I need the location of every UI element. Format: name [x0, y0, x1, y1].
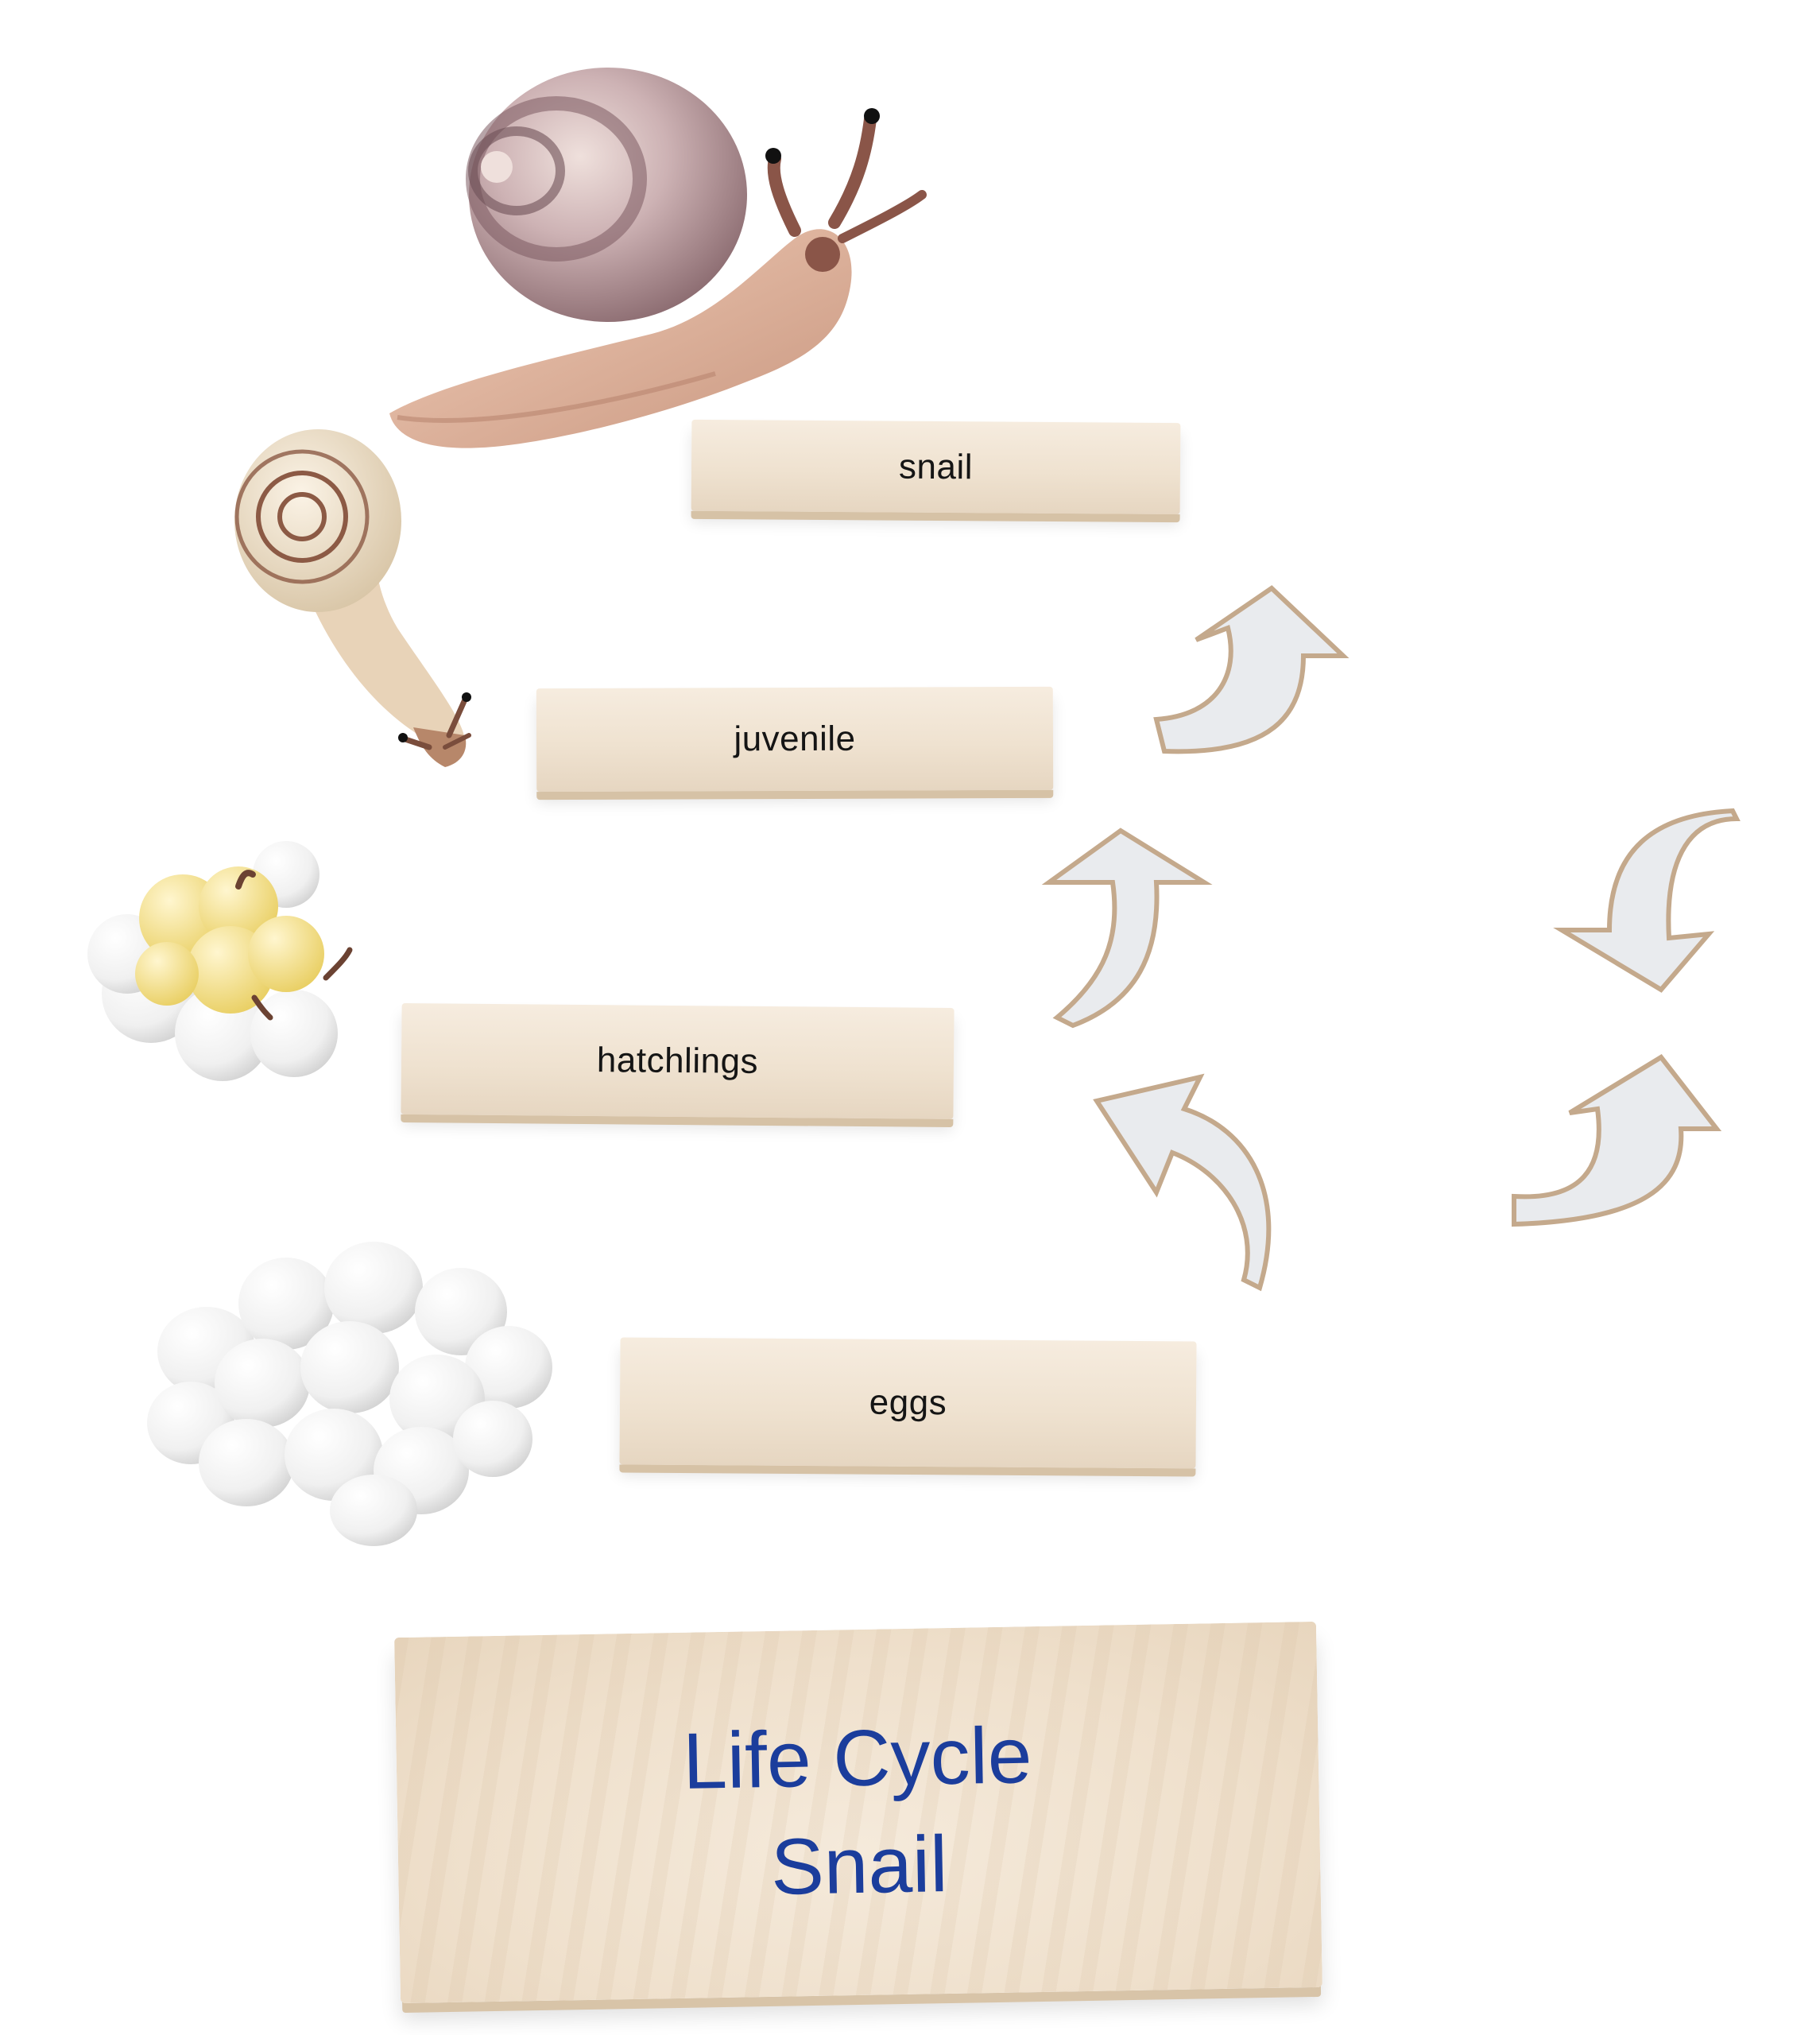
- arrow-piece: [1553, 808, 1741, 993]
- label-juvenile: juvenile: [536, 686, 1054, 793]
- label-juvenile-text: juvenile: [734, 719, 856, 759]
- title-line-2: Snail: [770, 1820, 949, 1912]
- label-hatchlings: hatchlings: [401, 1002, 955, 1120]
- label-snail-text: snail: [898, 447, 974, 486]
- label-eggs-text: eggs: [869, 1382, 947, 1423]
- arrow-piece: [1041, 828, 1213, 1029]
- adult-snail-figure: [389, 68, 927, 448]
- eggs-cluster-figure: [147, 1242, 552, 1546]
- label-snail: snail: [691, 419, 1181, 515]
- hatchlings-figure: [87, 841, 353, 1081]
- title-plaque: Life Cycle Snail: [394, 1621, 1322, 2004]
- title-line-1: Life Cycle: [682, 1711, 1033, 1806]
- arrow-piece: [1512, 1054, 1722, 1227]
- juvenile-snail-figure: [234, 429, 471, 767]
- arrow-piece: [1093, 1073, 1272, 1292]
- label-eggs: eggs: [619, 1337, 1197, 1469]
- arrow-piece: [1153, 585, 1350, 754]
- label-hatchlings-text: hatchlings: [596, 1041, 759, 1081]
